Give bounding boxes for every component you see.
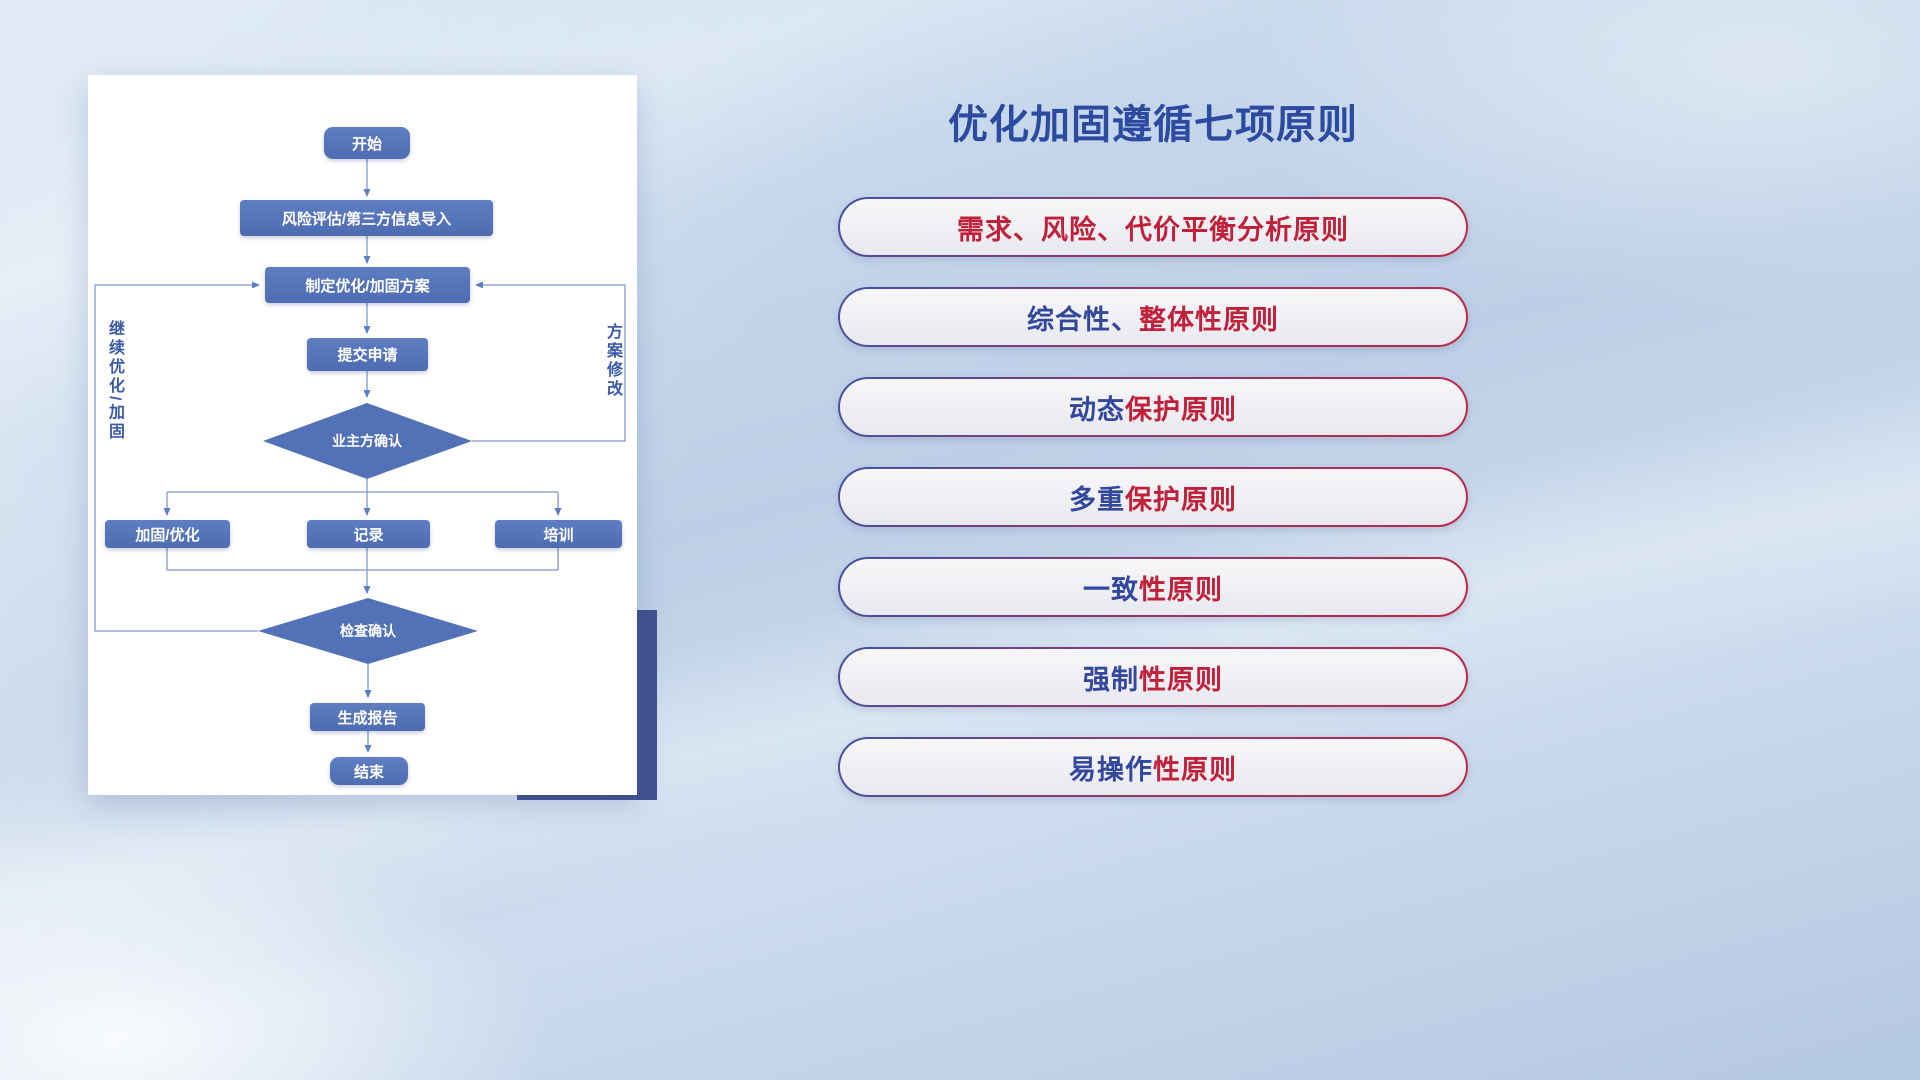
flowchart-connectors	[94, 159, 626, 753]
flow-node-label: 检查确认	[340, 623, 396, 639]
flow-node-report: 生成报告	[310, 703, 425, 731]
flow-node-submit: 提交申请	[307, 338, 428, 371]
principle-pill-inner: 多重保护原则	[840, 469, 1466, 525]
principle-pill-4: 多重保护原则	[838, 467, 1468, 527]
flow-node-end: 结束	[330, 757, 408, 785]
flow-node-label: 记录	[353, 526, 384, 544]
flow-node-check-confirm: 检查确认	[278, 615, 458, 647]
flow-node-training: 培训	[495, 520, 622, 548]
principle-pill-inner: 强制性原则	[840, 649, 1466, 705]
principle-pill-inner: 一致性原则	[840, 559, 1466, 615]
principle-text-red: 整体性原则	[1139, 304, 1279, 335]
principle-text-red: 保护原则	[1125, 484, 1237, 515]
principle-pill-5: 一致性原则	[838, 557, 1468, 617]
principle-pill-6: 强制性原则	[838, 647, 1468, 707]
flow-node-label: 制定优化/加固方案	[305, 277, 430, 295]
loop-label-continue-optimize: 继续优化/加固	[106, 320, 123, 442]
principle-text-blue: 动态	[1069, 394, 1125, 425]
owner-confirm-diamond	[263, 403, 472, 479]
flow-node-record: 记录	[307, 520, 430, 548]
principle-text-blue: 综合性、	[1027, 304, 1139, 335]
principle-pill-7: 易操作性原则	[838, 737, 1468, 797]
principle-text-red: 性原则	[1139, 664, 1223, 695]
flowchart-card: 开始 风险评估/第三方信息导入 制定优化/加固方案 提交申请 业主方确认 加固/…	[88, 75, 637, 795]
flow-node-label: 生成报告	[337, 709, 398, 727]
page-title: 优化加固遵循七项原则	[948, 103, 1358, 147]
check-confirm-diamond	[258, 598, 478, 664]
principle-text-blue: 一致	[1083, 574, 1139, 605]
principle-text-red: 需求、风险、代价平衡分析原则	[957, 214, 1349, 245]
flow-node-label: 加固/优化	[135, 526, 200, 544]
principle-text-blue: 易操作	[1069, 754, 1153, 785]
principle-pill-inner: 易操作性原则	[840, 739, 1466, 795]
principle-pill-2: 综合性、整体性原则	[838, 287, 1468, 347]
principle-pill-3: 动态保护原则	[838, 377, 1468, 437]
principle-pill-inner: 综合性、整体性原则	[840, 289, 1466, 345]
flow-node-label: 风险评估/第三方信息导入	[281, 210, 452, 228]
principle-text-blue: 多重	[1069, 484, 1125, 515]
flow-node-label: 结束	[353, 763, 384, 781]
flow-node-label: 开始	[351, 135, 382, 153]
principle-pill-inner: 动态保护原则	[840, 379, 1466, 435]
flow-node-label: 培训	[543, 526, 574, 544]
flow-node-owner-confirm: 业主方确认	[277, 425, 457, 457]
principle-text-red: 性原则	[1153, 754, 1237, 785]
principle-text-red: 保护原则	[1125, 394, 1237, 425]
flow-node-label: 业主方确认	[332, 433, 402, 449]
loop-label-plan-revise: 方案修改	[604, 323, 621, 399]
flow-node-reinforce: 加固/优化	[105, 520, 230, 548]
flow-node-label: 提交申请	[337, 347, 398, 364]
flow-node-start: 开始	[324, 127, 410, 159]
principle-pill-inner: 需求、风险、代价平衡分析原则	[840, 199, 1466, 255]
principle-text-red: 性原则	[1139, 574, 1223, 605]
flow-node-risk-import: 风险评估/第三方信息导入	[240, 200, 493, 236]
principles-list: 需求、风险、代价平衡分析原则 综合性、整体性原则 动态保护原则 多重保护原则 一…	[838, 197, 1468, 827]
principle-text-blue: 强制	[1083, 664, 1139, 695]
principle-pill-1: 需求、风险、代价平衡分析原则	[838, 197, 1468, 257]
flow-node-make-plan: 制定优化/加固方案	[265, 267, 470, 303]
